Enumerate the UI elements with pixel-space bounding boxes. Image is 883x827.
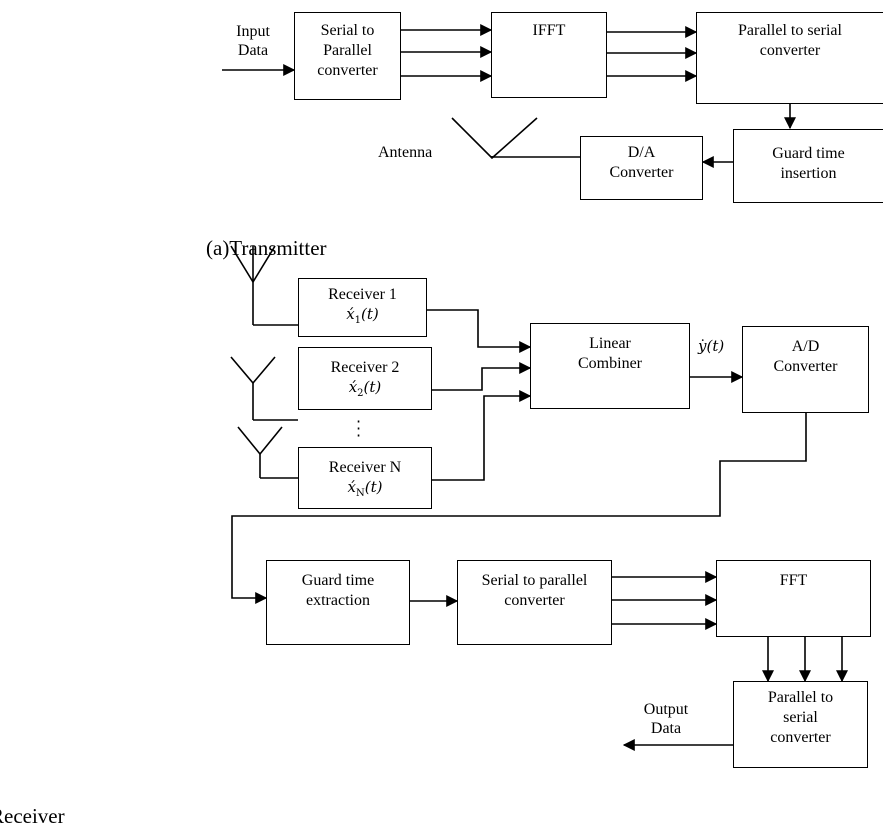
receiver-2-signal: x́2(t) — [348, 378, 382, 399]
rx-antenna-2-icon — [230, 356, 276, 385]
output-data-label: Output Data — [643, 701, 689, 738]
tx-antenna-icon — [451, 117, 538, 160]
fft-block: FFT — [716, 560, 871, 637]
rx2-to-combiner-wire — [432, 362, 532, 391]
da-converter-block: D/A Converter — [580, 136, 703, 200]
receiver-N-block: Receiver N x́N(t) — [298, 447, 432, 509]
rx-serial-to-parallel-block: Serial to parallel converter — [457, 560, 612, 645]
rx-antenna-N-icon — [237, 426, 283, 456]
rx-parallel-to-serial-block: Parallel to serial converter — [733, 681, 868, 768]
transmitter-caption: (a)Transmitter — [206, 236, 327, 260]
input-data-label: Input Data — [236, 23, 270, 60]
receiver-2-block: Receiver 2 x́2(t) — [298, 347, 432, 410]
ifft-block: IFFT — [491, 12, 607, 98]
receiver-N-signal: x́N(t) — [347, 478, 383, 499]
receiver-N-title: Receiver N — [328, 459, 402, 476]
rxN-to-combiner-wire — [432, 390, 532, 481]
receiver-caption: Receiver — [0, 804, 65, 827]
rx1-to-combiner-wire — [427, 309, 532, 353]
da-to-antenna-wire — [491, 156, 580, 158]
ad-to-guard-extraction-wire — [231, 413, 807, 604]
linear-combiner-block: Linear Combiner — [530, 323, 690, 409]
receiver-ellipsis: ··· — [356, 412, 362, 445]
receiver-1-signal: x́1(t) — [346, 305, 379, 326]
combiner-output-signal: ẏ(t) — [698, 337, 725, 355]
guard-time-insertion-block: Guard time insertion — [733, 129, 883, 203]
receiver-1-block: Receiver 1 x́1(t) — [298, 278, 427, 337]
receiver-2-title: Receiver 2 — [330, 359, 400, 376]
serial-to-parallel-block: Serial to Parallel converter — [294, 12, 401, 100]
guard-time-extraction-block: Guard time extraction — [266, 560, 410, 645]
ad-converter-block: A/D Converter — [742, 326, 869, 413]
antenna-label: Antenna — [378, 144, 433, 161]
tx-parallel-to-serial-block: Parallel to serial converter — [696, 12, 883, 104]
receiver-1-title: Receiver 1 — [328, 286, 397, 303]
